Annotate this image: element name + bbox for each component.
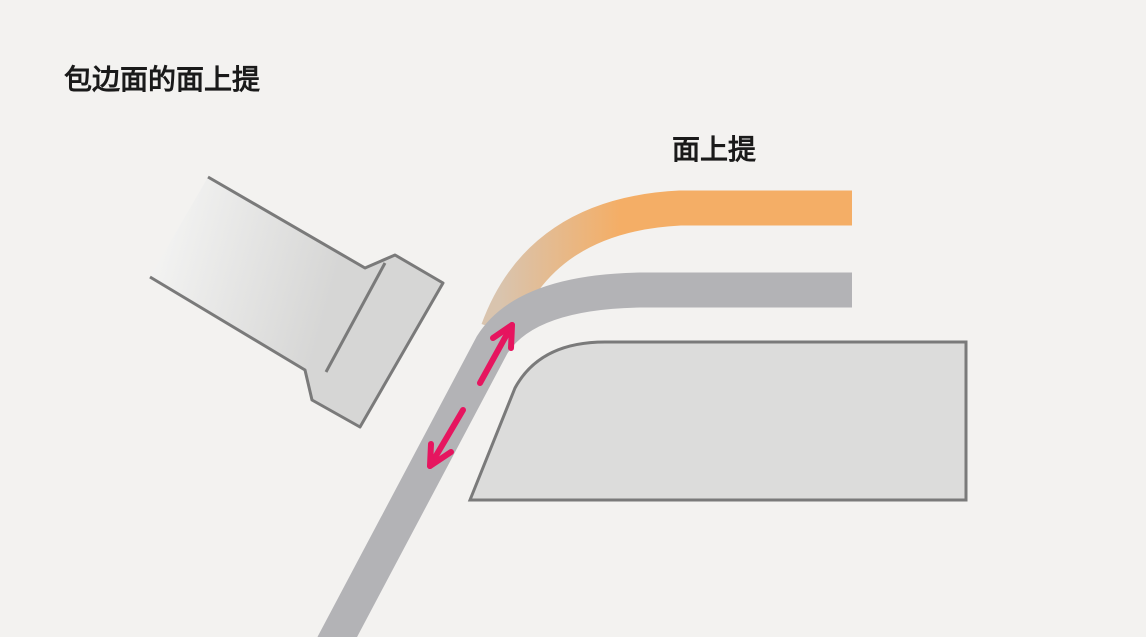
hemming-tool <box>149 175 445 429</box>
arrow-down-icon <box>427 407 466 469</box>
base-block <box>467 340 968 502</box>
arrow-up-icon <box>477 322 515 386</box>
hemming-tool-face <box>324 262 387 373</box>
lifted-surface <box>481 190 852 337</box>
lift-label: 面上提 <box>672 133 757 166</box>
diagram-title: 包边面的面上提 <box>64 63 261 96</box>
